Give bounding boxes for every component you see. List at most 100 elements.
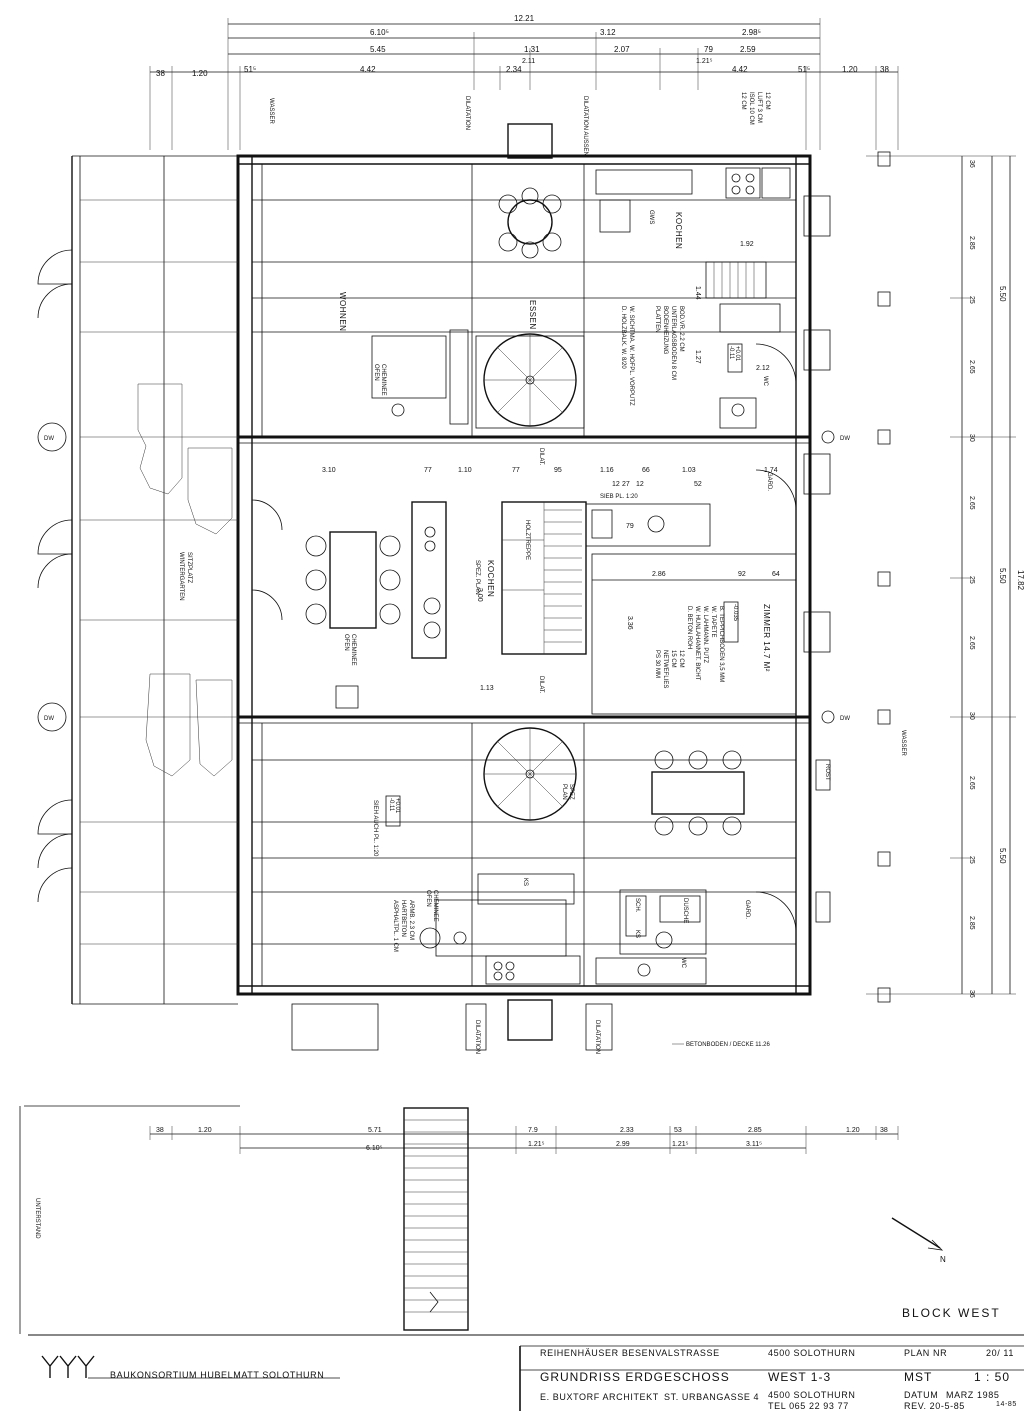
- dim-b-233: 2.33: [620, 1127, 634, 1134]
- company-name: BAUKONSORTIUM HUBELMATT SOLOTHURN: [110, 1370, 325, 1380]
- note-dilatation-bottom-2: DILATATION: [594, 1020, 600, 1054]
- beam-grid: [252, 164, 796, 986]
- dim-int-286: 2.86: [652, 571, 666, 578]
- dim-top-q: 51⁵: [798, 65, 810, 74]
- dim-top-n: 4.42: [360, 65, 376, 74]
- architect-address: ST. URBANGASSE 4: [664, 1392, 760, 1402]
- lower-note: SIEH AUCH PL. 1:20: [372, 800, 378, 857]
- dim-top-j: 1.21⁵: [696, 58, 713, 65]
- dim-int-116: 1.16: [600, 467, 614, 474]
- building-walls: [236, 154, 812, 996]
- cheminee-3-a: CHEMINEE: [432, 890, 438, 922]
- dilat-label-2: DILAT.: [538, 676, 544, 694]
- room-wohnen: WOHNEN: [338, 292, 347, 331]
- cheminee-2-a: CHEMINEE: [350, 634, 356, 666]
- dim-top-e: 1.31: [524, 45, 540, 54]
- north-label: N: [940, 1255, 946, 1264]
- dim-int-110: 1.10: [458, 467, 472, 474]
- sieb-label: SIEB PL. 1:20: [600, 494, 638, 500]
- dim-b-120a: 1.20: [198, 1127, 212, 1134]
- lower-note2-1: ARMB. 2.3 CM: [408, 900, 414, 940]
- ceiling-note-2: LUFT 3 CM: [756, 92, 762, 123]
- dim-r-550c: 5.50: [998, 848, 1007, 864]
- dim-int-174: 1.74: [764, 467, 778, 474]
- zimmer-note-4: W. HUNLAHANNET. BICHT: [694, 606, 700, 681]
- floor-note-3: BODENHEIZUNG: [662, 306, 668, 355]
- dim-top-k: 38: [156, 69, 165, 78]
- dim-r-550a: 5.50: [998, 286, 1007, 302]
- dim-int-95: 95: [554, 467, 562, 474]
- note-dilatation-bottom-1: DILATATION: [474, 1020, 480, 1054]
- dim-int-79: 79: [626, 523, 634, 530]
- floor-note-5: W. SICHTMA. W. HOFPL. VORPUTZ: [628, 306, 634, 406]
- dim-int-66: 66: [642, 467, 650, 474]
- dim-int-77b: 77: [512, 467, 520, 474]
- dim-int-113: 1.13: [480, 685, 494, 692]
- dilat-label-1: DILAT.: [538, 448, 544, 466]
- dim-top-b: 3.12: [600, 28, 616, 37]
- sitzplatz-label: SITZPLATZ: [186, 552, 192, 584]
- dim-int-27: 27: [622, 481, 630, 488]
- block-label: BLOCK WEST: [902, 1306, 1001, 1320]
- dim-top-o: 2.34: [506, 65, 522, 74]
- revision: REV. 20-5-85: [904, 1401, 965, 1411]
- dim-b-38b: 38: [880, 1127, 888, 1134]
- scale-value: 1 : 50: [974, 1370, 1011, 1384]
- dim-b-610: 6.10⁵: [366, 1145, 383, 1152]
- dim-int-1-27: 1.27: [694, 350, 701, 364]
- note-dilatation-aussen: DILATATION AUSSEN: [582, 96, 588, 156]
- room-gard-2: GARD.: [744, 900, 750, 919]
- zimmer-note-7: 15 CM: [670, 650, 676, 668]
- top-vertical-notes: WASSER DILATATION DILATATION AUSSEN 12 C…: [268, 92, 770, 156]
- ceiling-note-3: ISOL 10 CM: [748, 92, 754, 125]
- room-kochen-top: KOCHEN: [674, 212, 683, 249]
- drawing-subtitle: WEST 1-3: [768, 1370, 832, 1384]
- project-city: 4500 SOLOTHURN: [768, 1348, 856, 1358]
- title-block-lines: [28, 1334, 1024, 1411]
- dw-left-1: DW: [44, 436, 54, 442]
- dim-r-285b: 2.85: [968, 916, 975, 930]
- title-block: BAUKONSORTIUM HUBELMATT SOLOTHURN REIHEN…: [0, 1334, 1024, 1411]
- dim-r-25c: 25: [968, 856, 975, 864]
- dim-b-121a: 1.21⁵: [528, 1141, 545, 1148]
- tag-1-b: -0.11: [728, 346, 734, 360]
- sch-label: SCH.: [634, 898, 640, 913]
- unit-3: SPEZ PLAN KS CHEMINEE OFEN SCH. DUSCHE K…: [372, 727, 831, 985]
- gws-label: GWS: [648, 210, 654, 224]
- dim-int-336: 3.36: [626, 616, 633, 630]
- room-essen: ESSEN: [528, 300, 537, 330]
- cheminee-1-b: OFEN: [373, 364, 379, 381]
- room-gard-1: GARD.: [766, 472, 772, 491]
- architect-tel: TEL 065 22 93 77: [768, 1401, 849, 1411]
- dim-top-s: 38: [880, 65, 889, 74]
- floor-note-4: PLATTEN: [654, 306, 660, 333]
- dim-int-1-44: 1.44: [694, 286, 701, 300]
- dim-r-265b: 2.65: [968, 496, 975, 510]
- dw-left-2: DW: [44, 716, 54, 722]
- dim-r-25a: 25: [968, 296, 975, 304]
- scale-label: MST: [904, 1370, 933, 1384]
- drawing-title: GRUNDRISS ERDGESCHOSS: [540, 1370, 730, 1384]
- note-dilatation-1: DILATATION: [464, 96, 470, 130]
- room-dusche: DUSCHE: [682, 898, 688, 923]
- dim-r-36b: 36: [968, 990, 975, 998]
- dw-right-2: DW: [840, 716, 850, 722]
- spez-plan-1: SPEZ: [568, 784, 574, 800]
- note-wasser-right: WASSER: [900, 730, 906, 756]
- dim-r-265c: 2.65: [968, 636, 975, 650]
- wintergarten-label: WINTERGARTEN: [178, 552, 184, 601]
- dim-r-30b: 30: [968, 712, 975, 720]
- bottom-details: DILATATION DILATATION BETONBODEN / DECKE…: [291, 999, 770, 1054]
- dim-top-f: 2.07: [614, 45, 630, 54]
- unit-2: KOCHEN SPEZ. PLAN CHEMINEE OFEN HOLZTREP…: [251, 448, 831, 715]
- dim-top-p: 4.42: [732, 65, 748, 74]
- tag-1-a: +0.01: [734, 346, 740, 362]
- tag-2-b: -0.11: [388, 798, 394, 812]
- dim-b-299: 2.99: [616, 1141, 630, 1148]
- dim-b-53: 53: [674, 1127, 682, 1134]
- dim-r-285a: 2.85: [968, 236, 975, 250]
- note-wasser-top: WASSER: [268, 98, 274, 124]
- dim-b-121b: 1.21⁵: [672, 1141, 689, 1148]
- chimney-top: [507, 123, 553, 159]
- dim-int-52: 52: [694, 481, 702, 488]
